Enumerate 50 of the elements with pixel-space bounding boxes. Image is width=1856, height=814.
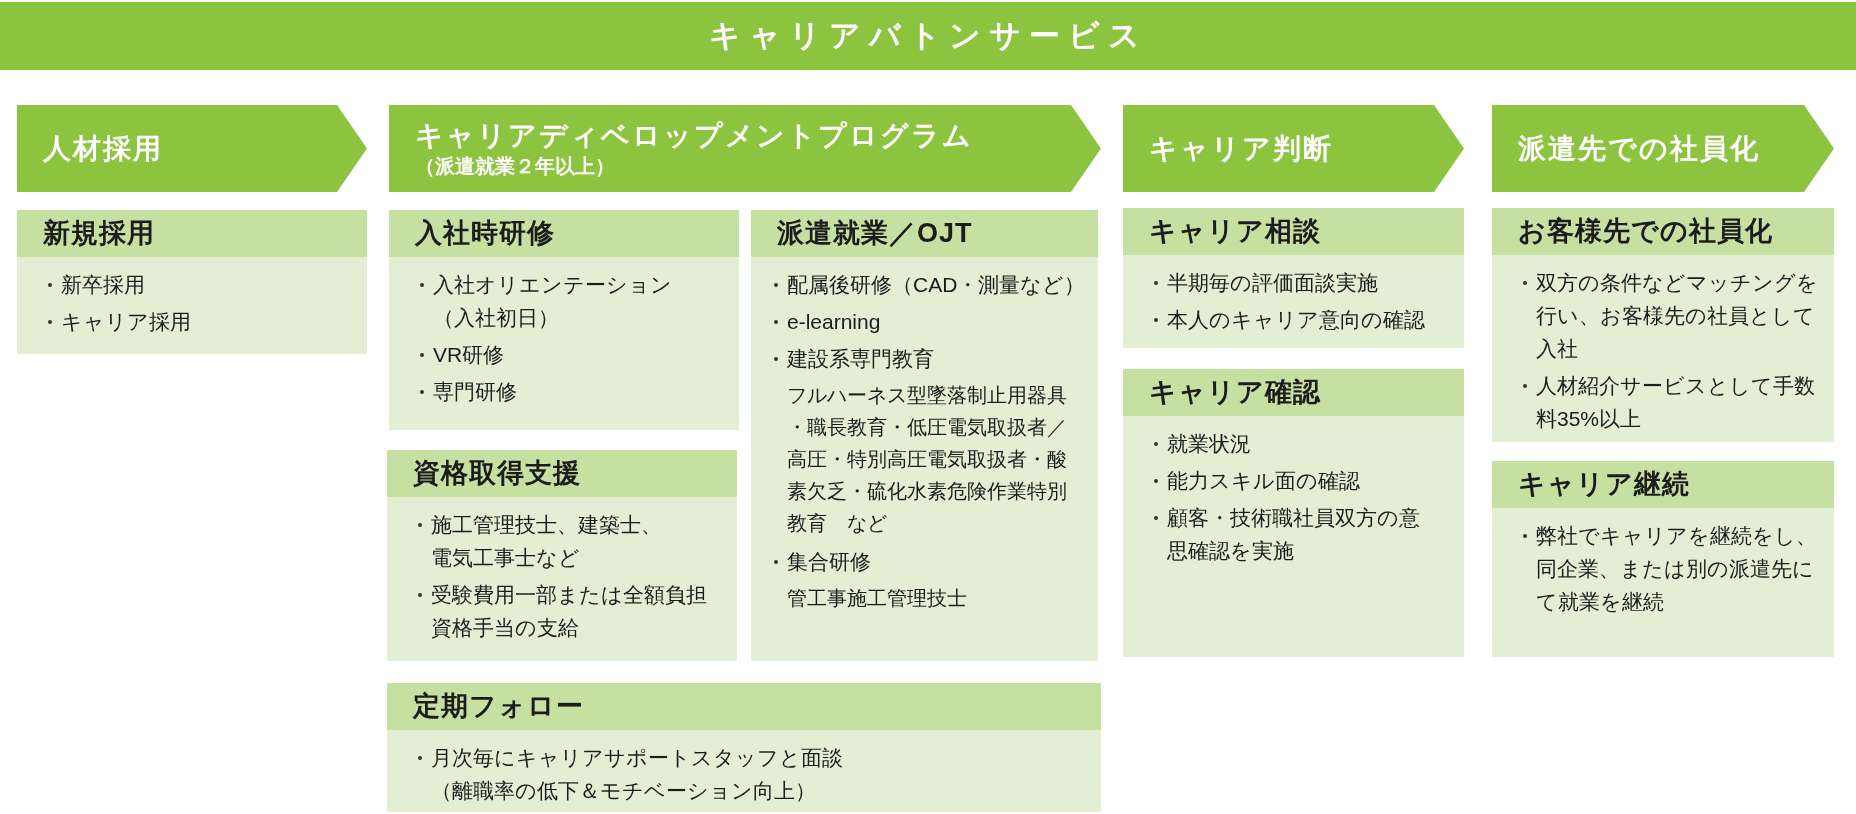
list-item: 能力スキル面の確認 bbox=[1151, 464, 1360, 497]
list-item: 集合研修 bbox=[771, 545, 871, 578]
info-card bbox=[1492, 461, 1834, 657]
card-heading: キャリア相談 bbox=[1123, 208, 1464, 255]
info-card bbox=[389, 210, 739, 430]
card-heading: お客様先での社員化 bbox=[1492, 208, 1834, 255]
info-card bbox=[751, 210, 1098, 661]
title-banner: キャリアバトンサービス bbox=[0, 2, 1856, 70]
card-heading: キャリア確認 bbox=[1123, 369, 1464, 416]
list-item: 人材紹介サービスとして手数料35%以上 bbox=[1520, 369, 1822, 435]
stage-title: キャリアディベロップメントプログラム bbox=[415, 118, 973, 153]
list-item: 就業状況 bbox=[1151, 427, 1251, 460]
detail-text: フルハーネス型墜落制止用器具・職長教育・低圧電気取扱者／高圧・特別高圧電気取扱者・酸素欠乏・硫化水素危険作業特別教育 など bbox=[787, 383, 1068, 536]
info-card bbox=[1123, 369, 1464, 657]
list-item: キャリア採用 bbox=[45, 305, 191, 338]
list-item: 顧客・技術職社員双方の意思確認を実施 bbox=[1151, 501, 1432, 567]
stage-header bbox=[389, 105, 1101, 192]
card-heading: 入社時研修 bbox=[389, 210, 739, 257]
card-heading: 派遣就業／OJT bbox=[751, 210, 1098, 257]
list-item: 入社オリエンテーション（入社初日） bbox=[417, 268, 681, 334]
card-heading: 資格取得支援 bbox=[387, 450, 737, 497]
info-card bbox=[1123, 208, 1464, 348]
stage-header bbox=[1492, 105, 1834, 192]
list-item: 月次毎にキャリアサポートスタッフと面談（離職率の低下＆モチベーション向上） bbox=[415, 741, 862, 807]
list-item: 専門研修 bbox=[417, 375, 517, 408]
card-heading: 新規採用 bbox=[17, 210, 367, 257]
stage-title: キャリア判断 bbox=[1149, 131, 1333, 166]
list-item: VR研修 bbox=[417, 338, 505, 371]
list-item: 双方の条件などマッチングを行い、お客様先の社員として入社 bbox=[1520, 266, 1822, 365]
list-item: 弊社でキャリアを継続をし、同企業、または別の派遣先にて就業を継続 bbox=[1520, 519, 1830, 618]
detail-text: 管工事施工管理技士 bbox=[787, 586, 967, 611]
stage-header bbox=[1123, 105, 1464, 192]
list-item: 受験費用一部または全額負担資格手当の支給 bbox=[415, 578, 715, 644]
card-heading: 定期フォロー bbox=[387, 683, 1101, 730]
list-item: 配属後研修（CAD・測量など） bbox=[771, 268, 1086, 301]
list-item: 施工管理技士、建築士、電気工事士など bbox=[415, 508, 673, 574]
stage-header bbox=[17, 105, 367, 192]
list-item: e-learning bbox=[771, 305, 881, 338]
list-item: 本人のキャリア意向の確認 bbox=[1151, 303, 1425, 336]
info-card bbox=[17, 210, 367, 354]
list-item: 半期毎の評価面談実施 bbox=[1151, 266, 1378, 299]
list-item: 新卒採用 bbox=[45, 268, 145, 301]
info-card bbox=[387, 683, 1101, 812]
stage-title: 派遣先での社員化 bbox=[1518, 131, 1760, 166]
card-heading: キャリア継続 bbox=[1492, 461, 1834, 508]
info-card bbox=[387, 450, 737, 661]
stage-title: 人材採用 bbox=[43, 131, 163, 166]
stage-subtitle: （派遣就業２年以上） bbox=[415, 153, 615, 179]
list-item: 建設系専門教育 bbox=[771, 342, 934, 375]
info-card bbox=[1492, 208, 1834, 442]
